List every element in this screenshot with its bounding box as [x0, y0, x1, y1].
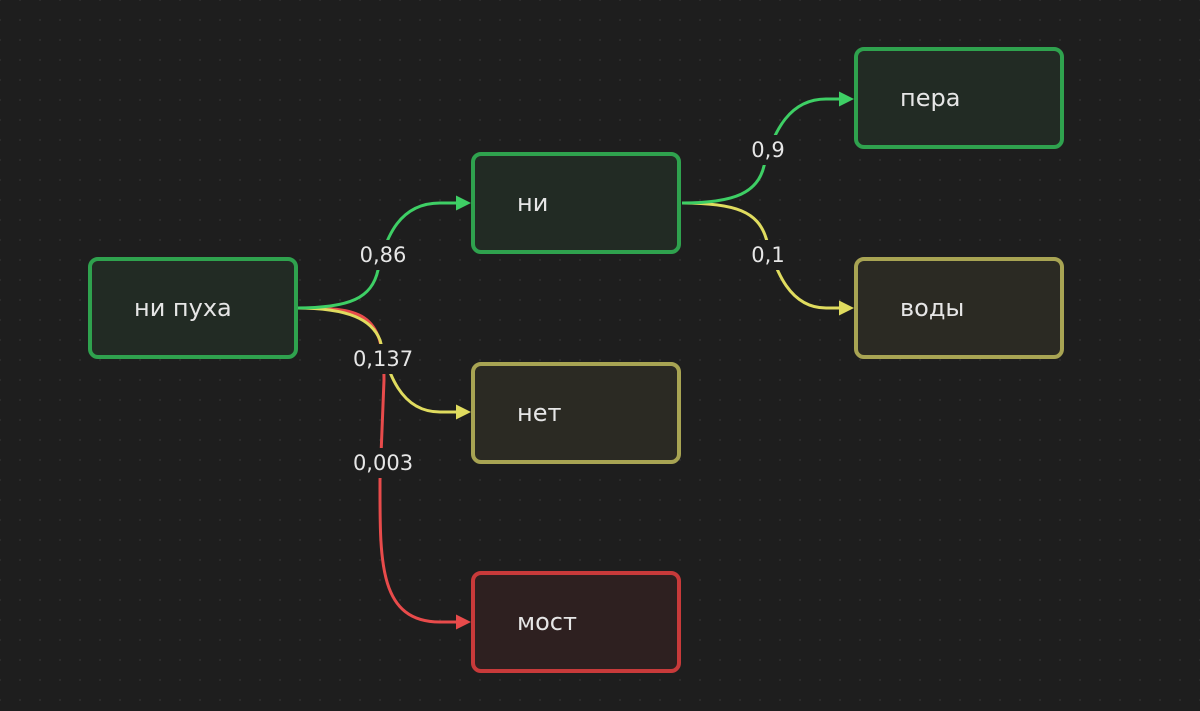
node-label: мост [517, 608, 577, 636]
svg-text:0,1: 0,1 [751, 243, 784, 267]
edge-label-root-net: 0,137 [350, 344, 416, 374]
edge-label-root-ni: 0,86 [355, 240, 411, 270]
svg-text:0,9: 0,9 [751, 138, 784, 162]
edge-root-net [295, 306, 471, 420]
svg-text:0,137: 0,137 [353, 347, 413, 371]
node-ni[interactable]: ни [471, 152, 681, 254]
edge-label-ni-pera: 0,9 [746, 135, 790, 165]
node-vody[interactable]: воды [854, 257, 1064, 359]
svg-text:0,003: 0,003 [353, 451, 413, 475]
node-net[interactable]: нет [471, 362, 681, 464]
edge-label-root-most: 0,003 [348, 448, 418, 478]
node-label: воды [900, 294, 965, 322]
svg-text:0,86: 0,86 [360, 243, 407, 267]
node-pera[interactable]: пера [854, 47, 1064, 149]
edge-root-most [295, 306, 471, 630]
edge-ni-vody [681, 201, 854, 316]
node-label: ни [517, 189, 549, 217]
node-label: нет [517, 399, 562, 427]
node-ni-pukha[interactable]: ни пуха [88, 257, 298, 359]
node-most[interactable]: мост [471, 571, 681, 673]
edge-label-ni-vody: 0,1 [746, 240, 790, 270]
node-label: пера [900, 84, 961, 112]
edge-ni-pera [681, 91, 854, 205]
node-label: ни пуха [134, 294, 232, 322]
